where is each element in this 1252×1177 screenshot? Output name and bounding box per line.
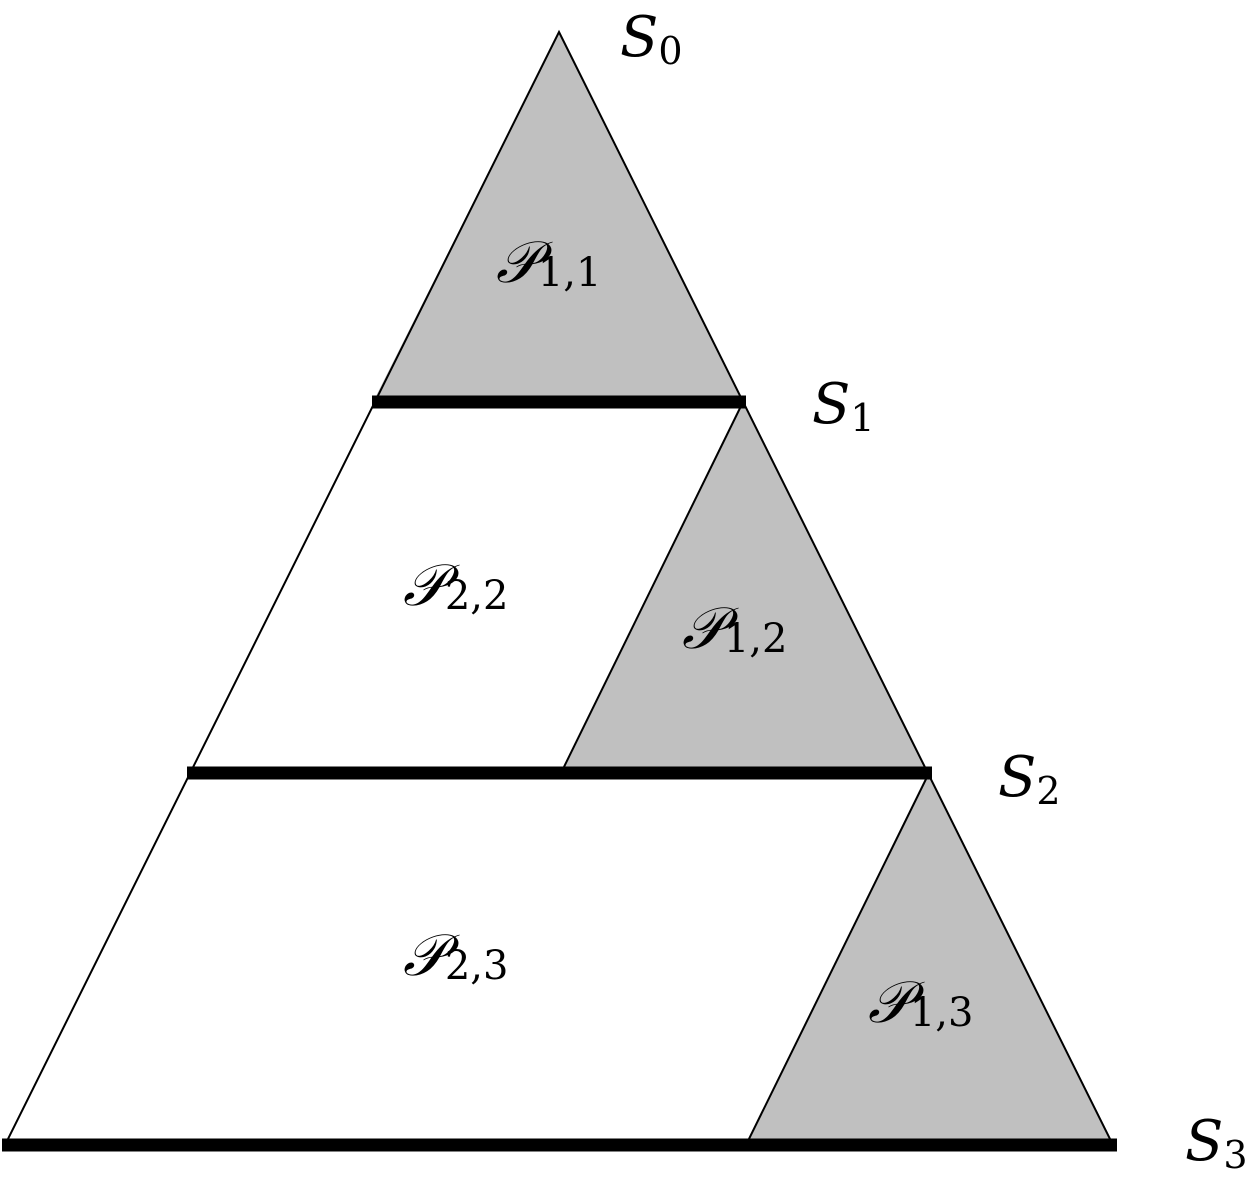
region-label-p22: 𝒫2,2 [403, 551, 508, 619]
region-p12-fill [561, 402, 929, 773]
level-label-s2: S2 [998, 745, 1061, 813]
region-label-p23: 𝒫2,3 [403, 921, 508, 989]
edge-p12-left [560, 401, 744, 774]
region-label-p11: 𝒫1,1 [496, 228, 601, 296]
edge-p13-left [745, 772, 930, 1146]
level-label-s3: S3 [1185, 1109, 1248, 1177]
region-label-p12: 𝒫1,2 [682, 594, 787, 662]
region-p11-fill [373, 32, 743, 402]
region-p13-fill [746, 773, 1113, 1145]
level-label-s0: S0 [620, 5, 683, 73]
level-label-s1: S1 [812, 372, 875, 440]
